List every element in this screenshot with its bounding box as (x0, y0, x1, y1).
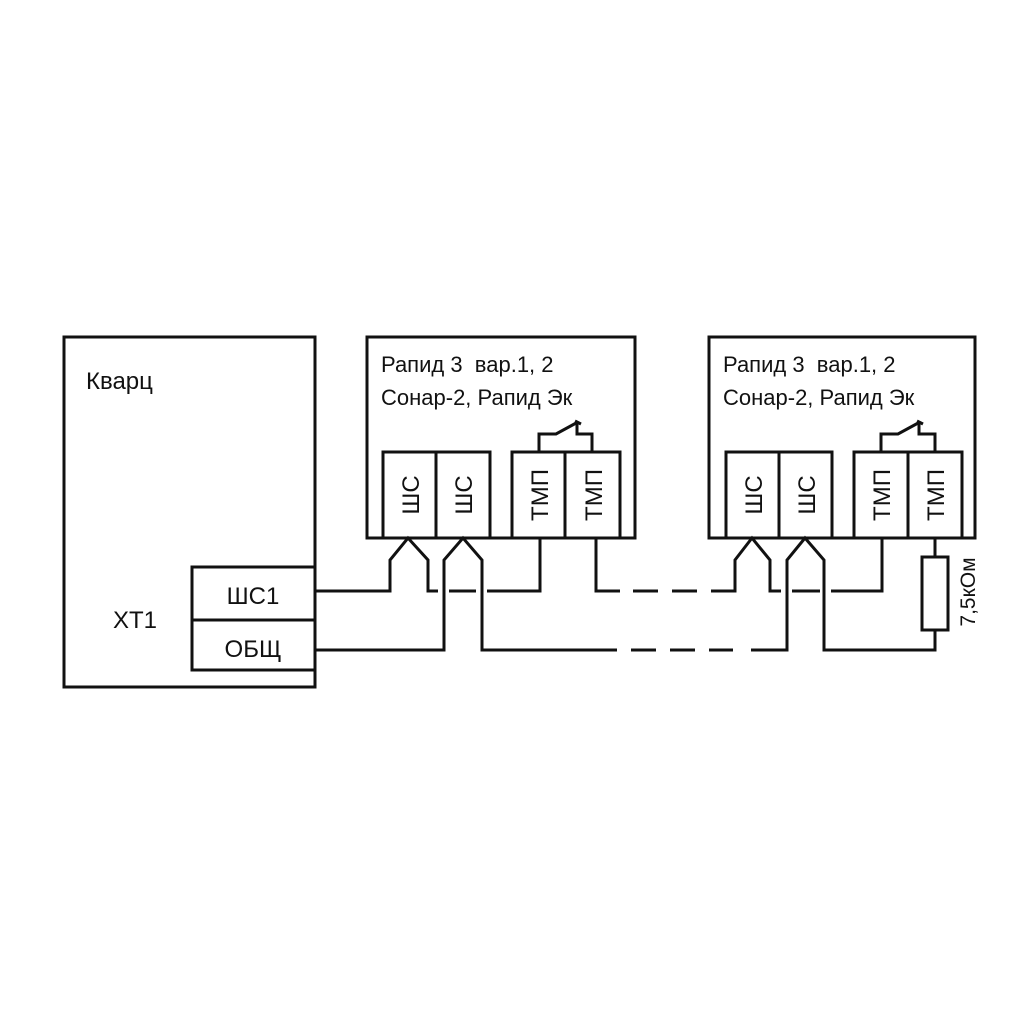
wire-common-dev1 (315, 535, 617, 652)
device-2-tamper-terminal-1: ТМП (869, 469, 896, 521)
wire-shs1-to-tamper (487, 538, 542, 593)
device-1-tamper-switch-icon (537, 419, 594, 452)
device-2-title-line1: Рапид 3 вар.1, 2 (723, 352, 896, 377)
device-2-loop-terminal-2: ШС (794, 475, 821, 514)
end-of-line-resistor: 7,5кОм (920, 538, 980, 632)
device-1-tamper-terminal-2: ТМП (581, 469, 608, 521)
device-1-loop-terminal-2: ШС (451, 475, 478, 514)
device-1-loop-terminal-1: ШС (398, 475, 425, 514)
wire-shs1 (315, 535, 884, 593)
xt1-terminal-block: ШС1 ОБЩ (190, 565, 317, 672)
device-2-tamper-terminal-2: ТМП (923, 469, 950, 521)
device-1-tamper-terminal-1: ТМП (527, 469, 554, 521)
connector-label: XT1 (113, 607, 157, 634)
wire-common (315, 535, 937, 652)
resistor-icon (920, 555, 950, 632)
device-2: Рапид 3 вар.1, 2 Сонар-2, Рапид Эк ШС ШС… (707, 335, 977, 540)
wire-tamper-out (594, 538, 620, 593)
resistor-label: 7,5кОм (957, 557, 980, 626)
terminal-obsch: ОБЩ (225, 636, 282, 663)
wire-common-dev2 (751, 535, 937, 652)
terminal-shs1: ШС1 (227, 583, 280, 610)
device-1-title-line2: Сонар-2, Рапид Эк (381, 385, 573, 410)
controller-name: Кварц (86, 368, 153, 395)
device-2-tamper-switch-icon (879, 419, 937, 452)
controller-kvarts: Кварц XT1 ШС1 ОБЩ (62, 335, 317, 689)
device-1: Рапид 3 вар.1, 2 Сонар-2, Рапид Эк ШС ШС… (365, 335, 637, 540)
wire-shs1-dev1-in (315, 535, 438, 593)
device-1-title-line1: Рапид 3 вар.1, 2 (381, 352, 554, 377)
device-2-title-line2: Сонар-2, Рапид Эк (723, 385, 915, 410)
device-2-loop-terminal-1: ШС (741, 475, 768, 514)
wire-shs1-dev2-to-tamper (831, 538, 884, 593)
wire-shs1-dev2-in (711, 535, 781, 593)
